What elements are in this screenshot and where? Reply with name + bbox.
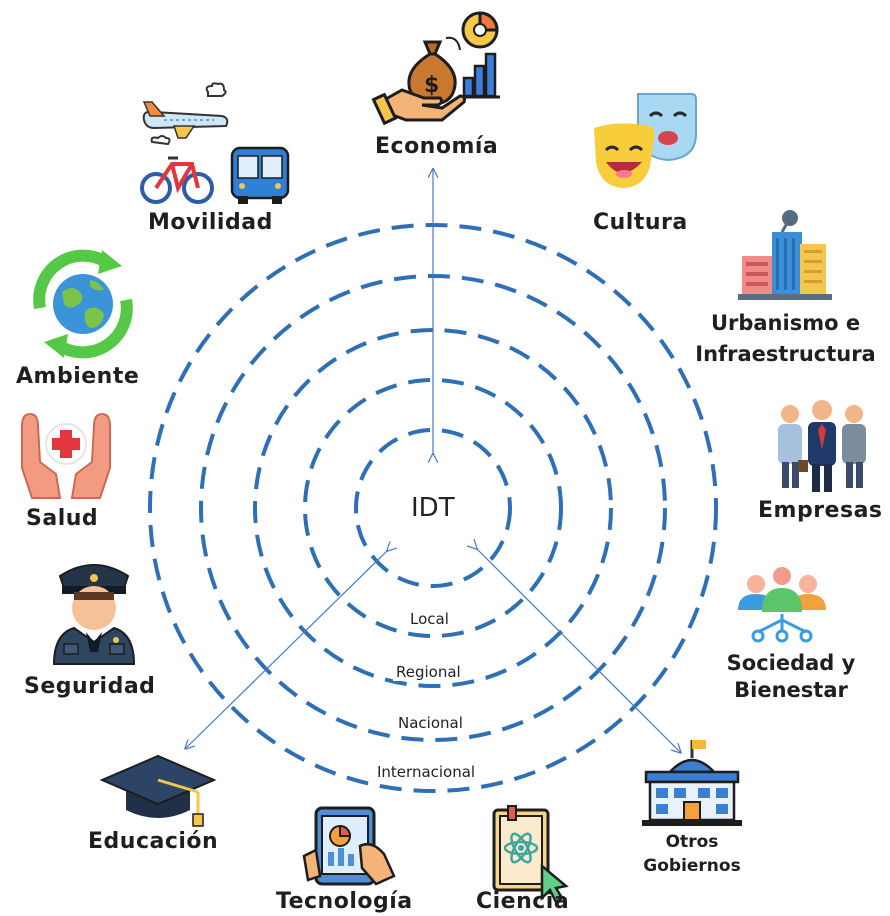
science-book-icon: [492, 805, 569, 904]
money-bag-chart-icon: $: [371, 11, 500, 126]
business-people-icon: [778, 400, 866, 492]
label-urbanismo-line2: Infraestructura: [695, 342, 876, 366]
label-ambiente: Ambiente: [16, 364, 140, 389]
ring-label-local: Local: [407, 610, 452, 628]
community-network-icon: [738, 567, 826, 643]
graduation-cap-icon: [99, 754, 217, 827]
ring-nacional: [253, 328, 613, 688]
theater-masks-icon: [594, 93, 697, 188]
label-tecnologia: Tecnología: [276, 889, 413, 914]
transport-icon: [140, 82, 290, 204]
label-urbanismo: Urbanismo e Infraestructura: [683, 308, 888, 370]
center-label: IDT: [411, 493, 455, 523]
label-salud: Salud: [26, 506, 99, 531]
arrow-educacion: [186, 550, 388, 748]
label-economia: Economía: [375, 134, 499, 159]
police-officer-icon: [52, 564, 136, 665]
label-sociedad: Sociedad y Bienestar: [706, 650, 876, 704]
label-otros-line1: Otros: [665, 832, 719, 852]
recycle-globe-icon: [33, 249, 133, 359]
label-ciencia: Ciencia: [476, 889, 570, 914]
arrow-otros-gobiernos: [476, 548, 680, 752]
government-building-icon: [642, 740, 742, 826]
label-empresas: Empresas: [758, 498, 883, 523]
svg-text:$: $: [424, 73, 439, 98]
ring-label-regional: Regional: [393, 663, 464, 681]
label-sociedad-line2: Bienestar: [734, 678, 848, 702]
label-seguridad: Seguridad: [24, 674, 156, 699]
ring-label-internacional: Internacional: [374, 763, 479, 781]
label-otros-line2: Gobiernos: [643, 856, 741, 876]
tablet-analytics-icon: [302, 806, 396, 886]
ring-label-nacional: Nacional: [395, 714, 466, 732]
label-cultura: Cultura: [593, 210, 688, 235]
label-urbanismo-line1: Urbanismo e: [710, 311, 861, 335]
label-educacion: Educación: [88, 829, 219, 854]
ring-local: [354, 428, 512, 588]
label-otros-gobiernos: Otros Gobiernos: [628, 830, 756, 878]
city-buildings-icon: [738, 210, 832, 300]
label-sociedad-line1: Sociedad y: [726, 651, 856, 675]
health-hands-icon: [21, 412, 111, 499]
ring-regional: [303, 378, 563, 638]
label-movilidad: Movilidad: [148, 210, 273, 235]
